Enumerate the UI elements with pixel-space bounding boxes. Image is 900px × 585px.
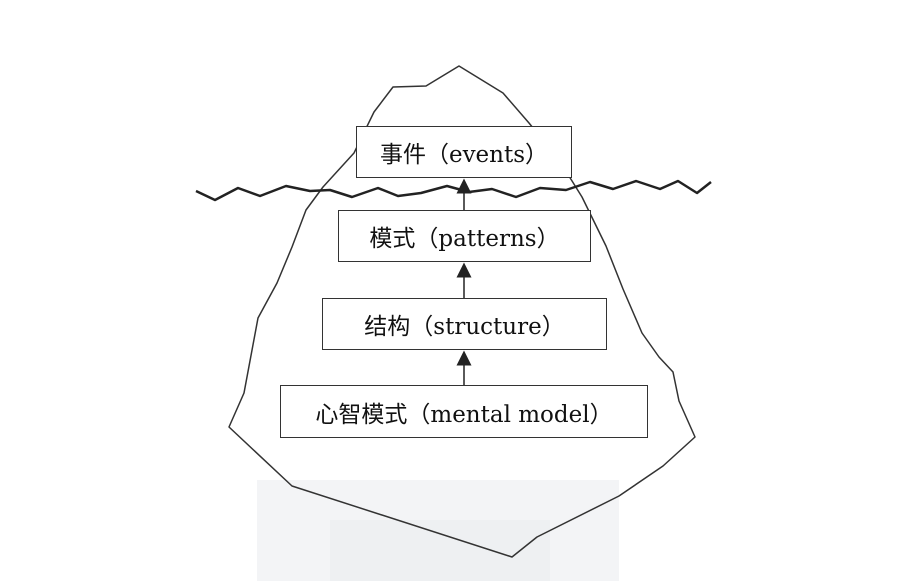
level-box-events: 事件（events） bbox=[356, 126, 572, 178]
level-box-patterns: 模式（patterns） bbox=[338, 210, 591, 262]
level-label-structure: 结构（structure） bbox=[364, 314, 565, 340]
iceberg-outline bbox=[228, 65, 696, 558]
waterline bbox=[195, 179, 712, 202]
level-box-structure: 结构（structure） bbox=[322, 298, 607, 350]
level-label-mental-model: 心智模式（mental model） bbox=[315, 401, 613, 428]
level-label-patterns: 模式（patterns） bbox=[369, 226, 560, 252]
level-label-events: 事件（events） bbox=[379, 142, 549, 168]
level-box-mental-model: 心智模式（mental model） bbox=[280, 385, 648, 438]
watermark-inner bbox=[330, 520, 550, 581]
